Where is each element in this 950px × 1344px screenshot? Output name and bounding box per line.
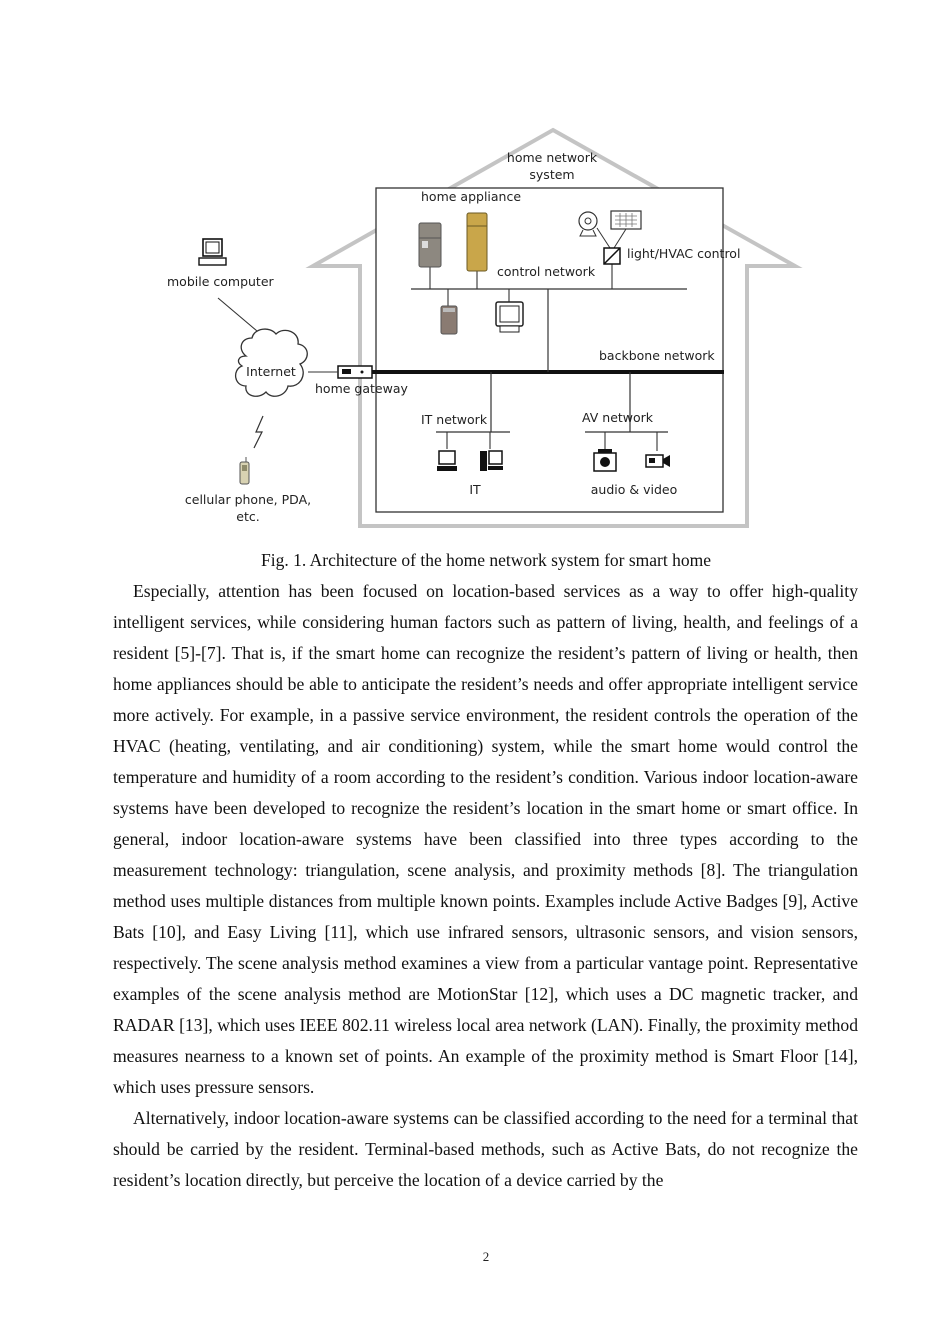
internet-label: Internet [246, 364, 296, 379]
fan-icon [578, 211, 598, 237]
house-outline [305, 127, 803, 528]
it-network-label: IT network [421, 412, 488, 427]
desktop-computer-icon [480, 450, 503, 471]
av-network-label: AV network [582, 410, 654, 425]
tv-monitor-icon [495, 301, 524, 333]
home-network-figure: home network system home appliance light… [140, 120, 820, 540]
home-gateway-label: home gateway [315, 381, 408, 396]
home-network-system-label-2: system [529, 167, 574, 182]
paragraph: Especially, attention has been focused o… [113, 581, 858, 1097]
cellular-phone-label-2: etc. [236, 509, 259, 524]
page-number: 2 [482, 1249, 490, 1264]
wireless-link [253, 415, 264, 449]
laptop-icon [198, 238, 227, 266]
it-label: IT [469, 482, 481, 497]
architecture-diagram: home network system home appliance light… [167, 127, 803, 528]
appliance-icon [466, 212, 488, 272]
washer-icon [440, 305, 458, 335]
light-hvac-control-label: light/HVAC control [627, 246, 740, 261]
internet-cloud-icon [235, 328, 308, 397]
keypad-icon [610, 210, 642, 230]
home-gateway-icon [337, 365, 373, 379]
backbone-network-label: backbone network [599, 348, 715, 363]
refrigerator-icon [418, 222, 442, 268]
home-network-system-label: home network [507, 150, 598, 165]
cellular-phone-icon [239, 457, 250, 485]
pc-icon [437, 450, 457, 471]
paragraph: Alternatively, indoor location-aware sys… [113, 1108, 858, 1190]
light-switch-icon [603, 247, 621, 265]
audio-device-icon [593, 449, 617, 472]
control-network-label: control network [497, 264, 596, 279]
figure-caption: Fig. 1. Architecture of the home network… [260, 550, 712, 570]
home-appliance-label: home appliance [421, 189, 521, 204]
audio-video-label: audio & video [591, 482, 677, 497]
video-camera-icon [645, 454, 670, 468]
body-text: Especially, attention has been focused o… [113, 576, 858, 1196]
cellular-phone-label: cellular phone, PDA, [185, 492, 311, 507]
mobile-computer-label: mobile computer [167, 274, 275, 289]
